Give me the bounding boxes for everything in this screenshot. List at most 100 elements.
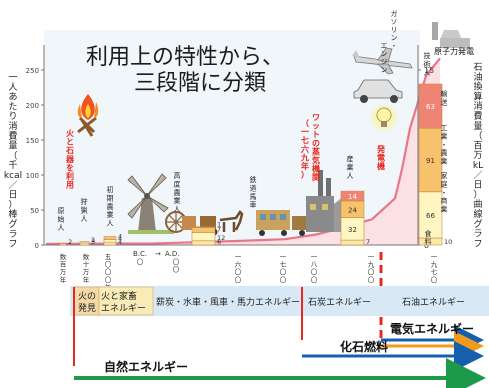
- wood-water-energy-label: 薪炭・水車・風車・馬力エネルギー: [156, 296, 300, 308]
- car-icon: [353, 79, 403, 103]
- vertical-char: 五: [105, 253, 112, 261]
- vertical-char: 七: [280, 260, 287, 269]
- vertical-char: 狩: [81, 197, 88, 206]
- vertical-char: ソ: [391, 18, 398, 26]
- vertical-char: フ: [473, 239, 482, 249]
- bar-segment: [103, 241, 117, 246]
- vertical-char: ・: [391, 42, 398, 50]
- vertical-char: 農: [174, 188, 181, 197]
- vertical-char: 器: [65, 155, 75, 164]
- bar-data-label: 4: [118, 235, 122, 243]
- vertical-char: 〇: [105, 261, 112, 269]
- bar-data-label: 4: [118, 238, 122, 246]
- vertical-char: 術: [424, 59, 431, 68]
- category-food: 食料: [425, 229, 432, 246]
- vertical-char: 一: [311, 253, 318, 261]
- vertical-char: 一: [301, 128, 309, 137]
- bar-data-label: 3: [91, 238, 95, 246]
- era-early-farmer: 初期農業人: [107, 185, 114, 228]
- vertical-char: り: [8, 111, 17, 122]
- vertical-char: 業: [441, 131, 448, 140]
- vertical-char: 関: [312, 172, 320, 182]
- vertical-char: 石: [473, 63, 482, 73]
- vertical-char: （: [473, 131, 482, 142]
- left-tick-label: 200: [26, 102, 39, 110]
- x-tick-bc: 〇: [137, 258, 144, 266]
- bar-data-label: 63: [426, 103, 435, 111]
- vertical-char: 業: [441, 205, 448, 214]
- vertical-char: 千: [8, 160, 17, 171]
- vertical-char: ン: [391, 34, 398, 42]
- bar-data-label: 7: [366, 238, 370, 246]
- x-tick-5000: 五〇〇〇年: [105, 253, 112, 291]
- vertical-char: 消: [473, 100, 482, 112]
- vertical-char: 曲: [473, 199, 482, 210]
- waterwheel-icon: [165, 211, 196, 233]
- coal-energy-label: 石炭エネルギー: [308, 297, 371, 308]
- vertical-char: 〇: [105, 268, 112, 276]
- vertical-char: kcal: [4, 171, 22, 181]
- vertical-char: 用: [65, 181, 74, 190]
- vertical-char: 万: [83, 268, 90, 276]
- vertical-char: ン: [381, 66, 388, 74]
- bar-segment: [191, 226, 216, 228]
- vertical-char: 蒸: [312, 146, 320, 156]
- vertical-char: 七: [431, 267, 438, 276]
- vertical-char: 一: [431, 253, 438, 261]
- era-tech: 技術人: [424, 51, 431, 77]
- vertical-char: 初: [107, 185, 114, 194]
- vertical-char: 費: [473, 110, 482, 122]
- vertical-char: 人: [58, 224, 65, 232]
- left-tick-label: 50: [30, 207, 39, 215]
- bar-data-label: 66: [426, 212, 435, 220]
- bar-data-label: 91: [426, 157, 435, 165]
- vertical-char: 人: [424, 69, 431, 77]
- vertical-char: 〇: [105, 276, 112, 284]
- vertical-char: 費: [8, 130, 17, 142]
- bar-data-label: 10: [444, 238, 452, 246]
- era-advanced-farmer: 高度農業人: [174, 171, 181, 214]
- lightbulb-icon: [368, 102, 400, 134]
- oil-consumption-area: [46, 58, 440, 245]
- nuclear-label: 原子力発電: [434, 46, 474, 56]
- vertical-char: あ: [8, 92, 17, 103]
- vertical-char: 業: [174, 196, 181, 205]
- vertical-char: 発: [376, 144, 386, 154]
- x-tick-ad: 〇〇: [173, 258, 180, 274]
- vertical-char: 日: [473, 180, 482, 191]
- vertical-char: ）: [301, 170, 309, 180]
- vertical-char: 十: [83, 260, 90, 269]
- vertical-char: グ: [473, 218, 482, 230]
- vertical-char: 産: [347, 154, 354, 163]
- bar-data-label: 14: [348, 193, 357, 201]
- bar-segment: [103, 236, 117, 240]
- nuclear-plant-icon: [432, 22, 470, 48]
- bar-segment: [340, 239, 365, 246]
- vertical-char: 鉄: [250, 175, 257, 184]
- vertical-char: た: [8, 101, 17, 112]
- vertical-char: 百: [473, 140, 482, 151]
- bar-segment: [79, 242, 90, 246]
- engine-annotation: エンジン: [381, 42, 388, 74]
- vertical-char: グ: [8, 218, 17, 230]
- vertical-char: ワ: [312, 113, 320, 122]
- vertical-char: ッ: [312, 122, 320, 131]
- vertical-char: ジ: [381, 58, 388, 66]
- vertical-char: 業: [441, 157, 448, 166]
- vertical-char: と: [66, 138, 74, 147]
- vertical-char: 猟: [81, 205, 88, 214]
- vertical-char: 〇: [368, 268, 375, 276]
- vertical-char: 一: [235, 253, 242, 261]
- vertical-char: 六: [235, 260, 242, 269]
- vertical-char: 量: [8, 141, 17, 152]
- vertical-char: 気: [312, 155, 320, 165]
- bar-data-label: 7: [217, 225, 221, 233]
- vertical-char: 家: [441, 171, 448, 180]
- vertical-char: 換: [473, 81, 482, 93]
- vertical-char: 商: [441, 196, 448, 205]
- vertical-char: 〇: [431, 276, 438, 284]
- vertical-char: 食: [425, 229, 432, 238]
- vertical-char: ／: [473, 170, 482, 181]
